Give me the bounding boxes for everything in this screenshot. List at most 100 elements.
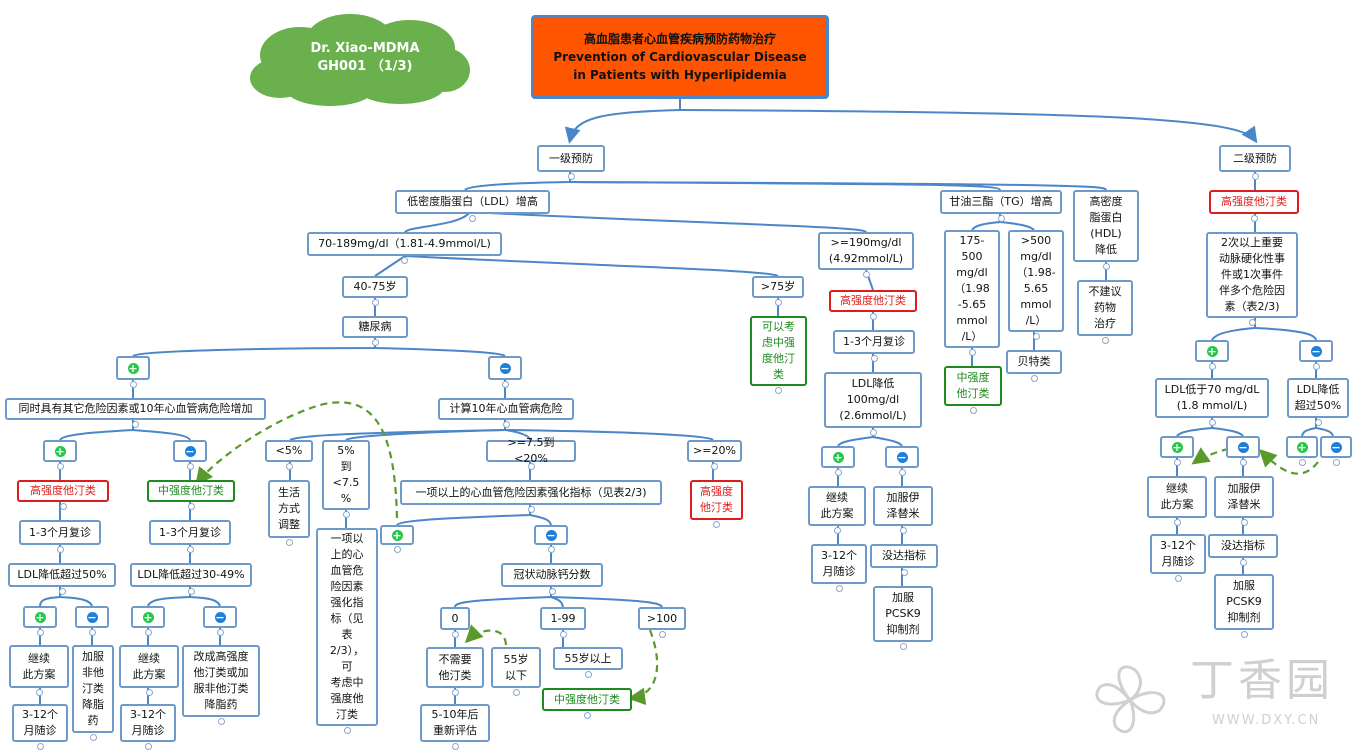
collapse-knob[interactable] xyxy=(1240,519,1248,526)
node-risk-lt5[interactable]: <5% xyxy=(265,440,313,462)
collapse-knob[interactable] xyxy=(1239,559,1247,566)
collapse-knob[interactable] xyxy=(583,712,591,719)
node-moderate-statin-c[interactable]: 中强度他汀类 xyxy=(542,688,632,711)
collapse-knob[interactable] xyxy=(1173,459,1181,466)
node-e-no[interactable]: − xyxy=(1320,436,1352,458)
node-moderate-statin-a[interactable]: 中强度他汀类 xyxy=(147,480,235,502)
node-ldl-lt100[interactable]: LDL降低 100mg/dl (2.6mmol/L) xyxy=(824,372,922,428)
node-high-statin-190[interactable]: 高强度他汀类 xyxy=(829,290,917,312)
collapse-knob[interactable] xyxy=(869,429,877,436)
node-no-drug[interactable]: 不建议 药物 治疗 xyxy=(1077,280,1133,336)
collapse-knob[interactable] xyxy=(1208,419,1216,426)
collapse-knob[interactable] xyxy=(1251,173,1259,180)
node-ldl-190[interactable]: >=190mg/dl (4.92mmol/L) xyxy=(818,232,914,270)
collapse-knob[interactable] xyxy=(36,743,44,750)
node-calc-10yr-risk[interactable]: 计算10年心血管病危险 xyxy=(438,398,574,420)
collapse-knob[interactable] xyxy=(1032,333,1040,340)
node-enhancer-no[interactable]: − xyxy=(534,525,568,545)
node-diabetes-no[interactable]: − xyxy=(488,356,522,380)
collapse-knob[interactable] xyxy=(469,215,476,222)
node-cac-score[interactable]: 冠状动脉钙分数 xyxy=(501,563,603,587)
node-enhancer-yes[interactable]: + xyxy=(380,525,414,545)
node-consider-moderate-statin[interactable]: 可以考 虑中强 度他汀 类 xyxy=(750,316,807,386)
node-d-no[interactable]: − xyxy=(1226,436,1260,458)
collapse-knob[interactable] xyxy=(1208,363,1216,370)
node-b-no[interactable]: − xyxy=(203,606,237,628)
node-ldl-drop-50[interactable]: LDL降低超过50% xyxy=(8,563,116,587)
collapse-knob[interactable] xyxy=(711,463,718,470)
node-s-no[interactable]: − xyxy=(1299,340,1333,362)
collapse-knob[interactable] xyxy=(59,503,67,510)
node-age-gt75[interactable]: >75岁 xyxy=(752,276,804,298)
collapse-knob[interactable] xyxy=(900,569,908,576)
node-continue-b[interactable]: 继续 此方案 xyxy=(119,645,179,688)
collapse-knob[interactable] xyxy=(835,585,843,592)
node-pcsk9-c[interactable]: 加服 PCSK9 抑制剂 xyxy=(873,586,933,642)
collapse-knob[interactable] xyxy=(501,381,509,388)
node-two-events[interactable]: 2次以上重要 动脉硬化性事 件或1次事件 伴多个危险因 素（表2/3) xyxy=(1206,232,1298,318)
collapse-knob[interactable] xyxy=(1101,337,1109,344)
collapse-knob[interactable] xyxy=(145,689,153,696)
node-a-yes[interactable]: + xyxy=(23,606,57,628)
collapse-knob[interactable] xyxy=(502,421,510,428)
collapse-knob[interactable] xyxy=(969,407,977,414)
collapse-knob[interactable] xyxy=(36,629,44,636)
node-tg-high[interactable]: 甘油三酯（TG）增高 xyxy=(940,190,1062,214)
node-recheck-b[interactable]: 1-3个月复诊 xyxy=(149,520,231,545)
collapse-knob[interactable] xyxy=(968,349,976,356)
collapse-knob[interactable] xyxy=(285,463,293,470)
collapse-knob[interactable] xyxy=(1239,459,1247,466)
collapse-knob[interactable] xyxy=(1240,631,1248,638)
collapse-knob[interactable] xyxy=(527,506,535,513)
collapse-knob[interactable] xyxy=(1314,419,1322,426)
chart-title[interactable]: 高血脂患者心血管疾病预防药物治疗 Prevention of Cardiovas… xyxy=(531,15,829,99)
collapse-knob[interactable] xyxy=(527,463,535,470)
collapse-knob[interactable] xyxy=(658,631,666,638)
node-cac-gt100[interactable]: >100 xyxy=(638,607,686,630)
node-other-risk-no[interactable]: − xyxy=(173,440,207,462)
collapse-knob[interactable] xyxy=(1298,459,1306,466)
collapse-knob[interactable] xyxy=(132,421,139,428)
collapse-knob[interactable] xyxy=(774,299,782,306)
node-cac-0[interactable]: 0 xyxy=(440,607,470,630)
collapse-knob[interactable] xyxy=(451,689,459,696)
collapse-knob[interactable] xyxy=(56,463,64,470)
node-b-yes[interactable]: + xyxy=(131,606,165,628)
node-ldl-drop50-secondary[interactable]: LDL降低 超过50% xyxy=(1287,378,1349,418)
collapse-knob[interactable] xyxy=(89,734,97,741)
node-a-no[interactable]: − xyxy=(75,606,109,628)
collapse-knob[interactable] xyxy=(186,463,194,470)
node-other-risk-yes[interactable]: + xyxy=(43,440,77,462)
collapse-knob[interactable] xyxy=(559,631,567,638)
collapse-knob[interactable] xyxy=(899,527,907,534)
collapse-knob[interactable] xyxy=(187,588,195,595)
node-add-nonstatin-a[interactable]: 加服 非他 汀类 降脂 药 xyxy=(72,645,114,733)
collapse-knob[interactable] xyxy=(567,173,575,180)
node-ezetimibe-d[interactable]: 加服伊 泽替米 xyxy=(1214,476,1274,518)
node-c-yes[interactable]: + xyxy=(821,446,855,468)
collapse-knob[interactable] xyxy=(862,271,870,278)
node-s-yes[interactable]: + xyxy=(1195,340,1229,362)
collapse-knob[interactable] xyxy=(1030,375,1038,382)
node-age-40-75[interactable]: 40-75岁 xyxy=(342,276,408,298)
node-switch-high[interactable]: 改成高强度 他汀类或加 服非他汀类 降脂药 xyxy=(182,645,260,717)
collapse-knob[interactable] xyxy=(56,546,64,553)
collapse-knob[interactable] xyxy=(870,355,878,362)
node-ezetimibe-c[interactable]: 加服伊 泽替米 xyxy=(873,486,933,526)
collapse-knob[interactable] xyxy=(451,631,459,638)
collapse-knob[interactable] xyxy=(584,671,592,678)
node-followup-c[interactable]: 3-12个 月随诊 xyxy=(811,544,867,584)
node-high-statin-20[interactable]: 高强度 他汀类 xyxy=(690,480,743,520)
node-ldl-70-189[interactable]: 70-189mg/dl（1.81-4.9mmol/L) xyxy=(307,232,502,256)
node-recheck-a[interactable]: 1-3个月复诊 xyxy=(19,520,101,545)
node-pcsk9-d[interactable]: 加服 PCSK9 抑制剂 xyxy=(1214,574,1274,630)
node-one-more-factor[interactable]: 一项以 上的心 血管危 险因素 强化指 标（见 表 2/3）， 可 考虑中 强度… xyxy=(316,528,378,726)
collapse-knob[interactable] xyxy=(1102,263,1110,270)
node-no-statin[interactable]: 不需要 他汀类 xyxy=(426,647,484,688)
node-d-yes[interactable]: + xyxy=(1160,436,1194,458)
node-not-met-d[interactable]: 没达指标 xyxy=(1208,534,1278,558)
node-c-no[interactable]: − xyxy=(885,446,919,468)
collapse-knob[interactable] xyxy=(898,469,906,476)
node-enhancer[interactable]: 一项以上的心血管危险因素强化指标（见表2/3) xyxy=(400,480,662,505)
node-high-statin-a[interactable]: 高强度他汀类 xyxy=(17,480,109,502)
